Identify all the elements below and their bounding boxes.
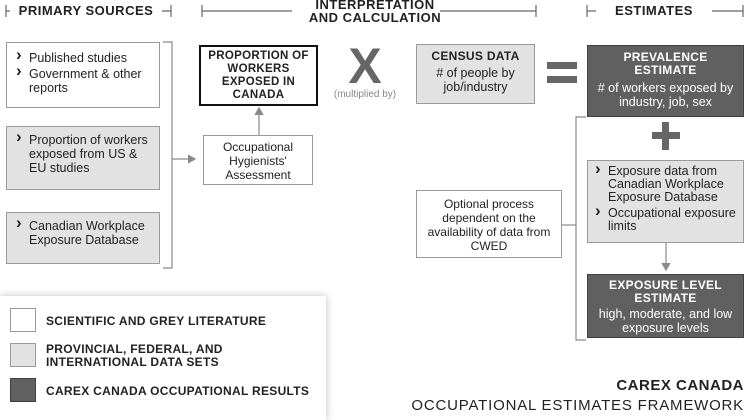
census-title: CENSUS DATA — [431, 49, 520, 63]
legend-label-results: CAREX CANADA OCCUPATIONAL RESULTS — [46, 384, 310, 398]
cwed-source-item: Canadian Workplace Exposure Database — [15, 216, 153, 247]
published-studies-item: Published studies — [15, 48, 153, 65]
hygienists-assessment-box: Occupational Hygienists' Assessment — [203, 135, 313, 185]
census-body: # of people by job/industry — [436, 66, 515, 94]
us-eu-studies-box: Proportion of workers exposed from US & … — [6, 126, 160, 190]
exposure-data-box: Exposure data from Canadian Workplace Ex… — [587, 160, 744, 243]
census-data-box: CENSUS DATA # of people by job/industry — [416, 44, 535, 104]
published-studies-box: Published studies Government & other rep… — [6, 42, 160, 108]
prevalence-title: PREVALENCE ESTIMATE — [623, 50, 708, 77]
equals-symbol-top — [547, 62, 577, 69]
header-estimates: ESTIMATES — [615, 3, 693, 18]
footer-subtitle: OCCUPATIONAL ESTIMATES FRAMEWORK — [411, 397, 744, 414]
multiplied-by-label: (multiplied by) — [333, 89, 397, 100]
us-eu-studies-item: Proportion of workers exposed from US & … — [15, 130, 153, 175]
exposure-data-item: Exposure data from Canadian Workplace Ex… — [594, 162, 739, 204]
prevalence-body: # of workers exposed by industry, job, s… — [597, 81, 734, 109]
equals-symbol-bottom — [547, 76, 577, 83]
cwed-source-box: Canadian Workplace Exposure Database — [6, 212, 160, 264]
legend-swatch-results — [10, 378, 36, 402]
multiply-symbol: X — [348, 38, 382, 94]
optional-process-box: Optional process dependent on the availa… — [416, 190, 562, 258]
exposure-level-title: EXPOSURE LEVEL ESTIMATE — [609, 278, 722, 305]
header-and-calculation: AND CALCULATION — [308, 10, 442, 25]
government-reports-item: Government & other reports — [15, 64, 153, 95]
header-interpretation: INTERPRETATION — [315, 0, 435, 12]
header-primary-sources: PRIMARY SOURCES — [18, 3, 154, 18]
legend-panel: SCIENTIFIC AND GREY LITERATURE PROVINCIA… — [0, 296, 326, 420]
exposure-limits-item: Occupational exposure limits — [594, 204, 739, 233]
legend-label-literature: SCIENTIFIC AND GREY LITERATURE — [46, 314, 267, 328]
plus-symbol-vertical — [662, 122, 669, 150]
footer-title: CAREX CANADA — [616, 377, 744, 394]
legend-label-data-sets: PROVINCIAL, FEDERAL, AND INTERNATIONAL D… — [46, 342, 223, 369]
prevalence-estimate-box: PREVALENCE ESTIMATE # of workers exposed… — [587, 45, 744, 117]
exposure-level-box: EXPOSURE LEVEL ESTIMATE high, moderate, … — [587, 274, 744, 338]
proportion-box: PROPORTION OF WORKERS EXPOSED IN CANADA — [199, 45, 318, 106]
legend-swatch-data-sets — [10, 343, 36, 367]
exposure-level-body: high, moderate, and low exposure levels — [598, 307, 733, 335]
legend-swatch-literature — [10, 308, 36, 332]
